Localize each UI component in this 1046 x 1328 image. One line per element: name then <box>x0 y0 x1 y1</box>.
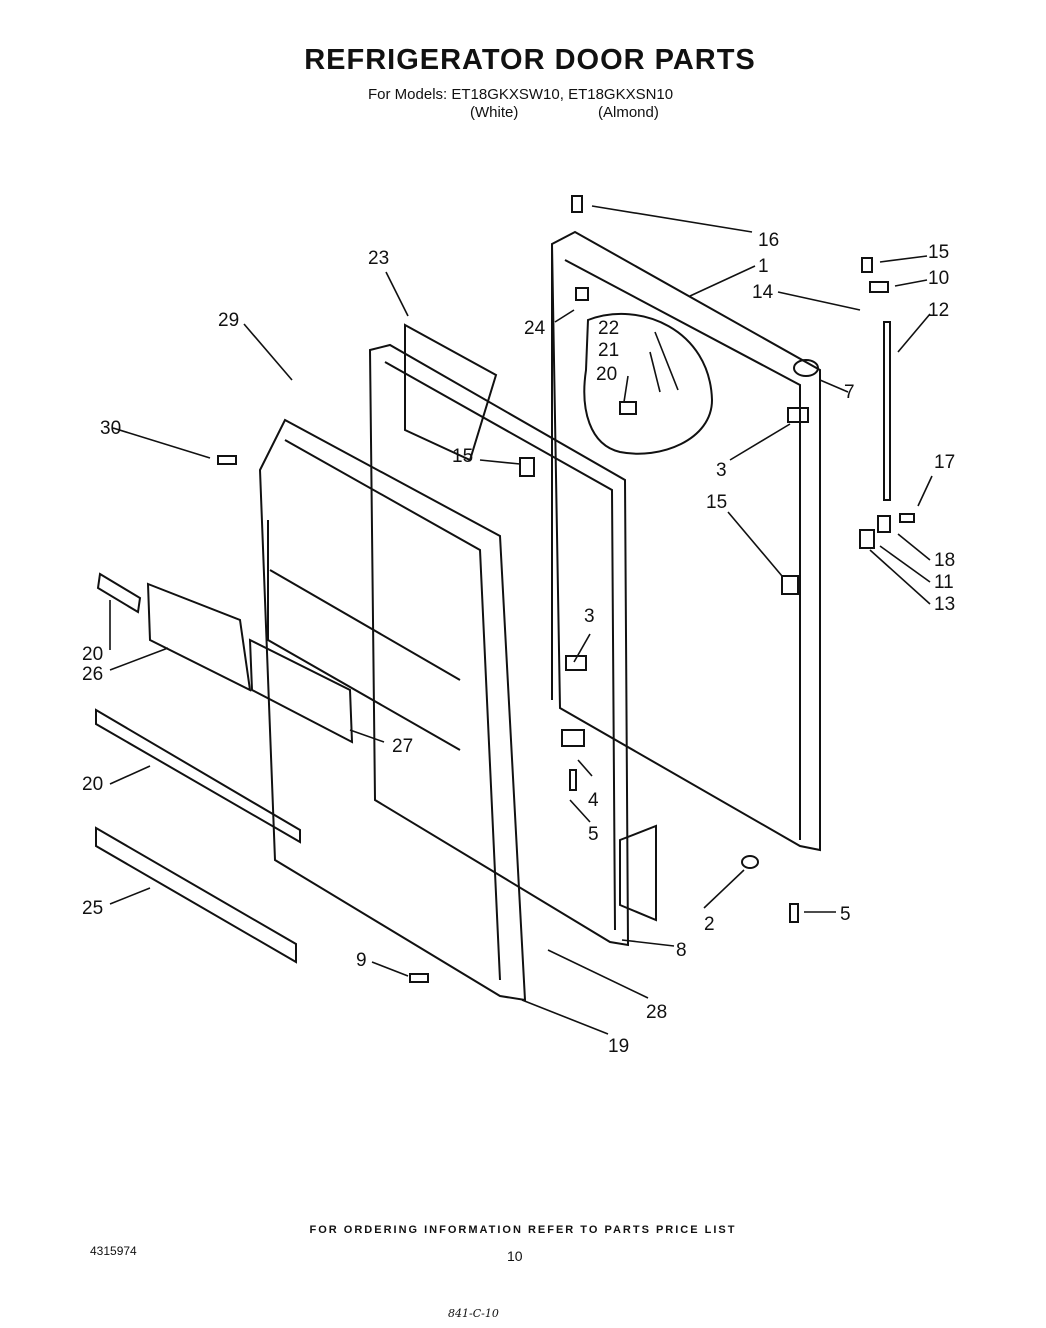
callout-10: 10 <box>928 268 949 289</box>
liner-screw-left <box>217 455 237 465</box>
callout-16: 15 <box>928 242 949 263</box>
insulation-upper <box>404 323 498 462</box>
page-number: 10 <box>507 1248 523 1264</box>
shelf-end-cap <box>96 572 142 614</box>
leader-lines <box>109 205 933 1035</box>
callout-8: 8 <box>676 940 687 961</box>
callout-31: 30 <box>100 418 121 439</box>
callout-6: 16 <box>758 230 779 251</box>
outer-door-panel <box>550 230 821 852</box>
door-liner <box>258 418 527 1002</box>
callout-1: 1 <box>758 256 769 277</box>
callout-11: 11 <box>934 572 954 593</box>
models-line: For Models: ET18GKXSW10, ET18GKXSN10 <box>368 86 674 103</box>
lower-hinge-screw <box>569 769 577 791</box>
lower-hinge-bracket <box>561 729 585 747</box>
shelf-bottom <box>95 826 297 964</box>
callout-15-right: 15 <box>706 492 727 513</box>
shelf-rail-lower <box>95 708 301 844</box>
callout-24: 20 <box>596 364 617 385</box>
callout-28: 24 <box>524 318 546 339</box>
hinge-pin <box>899 513 915 523</box>
callout-13: 13 <box>934 594 955 615</box>
plug-part <box>575 287 589 301</box>
callout-7: 7 <box>844 382 855 403</box>
door-stop-lower <box>565 655 587 671</box>
page-title: REFRIGERATOR DOOR PARTS <box>304 44 756 76</box>
callout-27: 23 <box>368 248 389 269</box>
variant-almond: (Almond) <box>598 104 659 121</box>
callout-15-left: 15 <box>452 446 473 467</box>
ordering-note: FOR ORDERING INFORMATION REFER TO PARTS … <box>309 1224 737 1236</box>
bushing-top <box>793 359 819 377</box>
callout-26: 22 <box>598 318 619 339</box>
door-bracket-right <box>781 575 799 595</box>
callout-3-right: 3 <box>716 460 727 481</box>
hinge-bar <box>883 321 891 501</box>
callout-30: 29 <box>218 310 239 331</box>
hinge-spacer <box>859 529 875 549</box>
callout-4: 4 <box>588 790 599 811</box>
callout-19: 19 <box>608 1036 629 1057</box>
callout-21: 25 <box>82 898 103 919</box>
liner-screw <box>409 973 429 983</box>
callout-5-right: 5 <box>840 904 851 925</box>
callout-3-left: 3 <box>584 606 595 627</box>
bottom-screw <box>789 903 799 923</box>
handwritten-note: 841-C-10 <box>448 1307 499 1320</box>
detail-inset <box>583 312 714 455</box>
callout-25: 21 <box>598 340 619 361</box>
callout-23: 27 <box>392 736 413 757</box>
callout-14: 14 <box>752 282 774 303</box>
handle-mount <box>619 401 637 415</box>
door-bracket-left <box>519 457 535 477</box>
variant-white: (White) <box>470 104 519 121</box>
callout-2: 2 <box>704 914 715 935</box>
callout-20-lower: 20 <box>82 774 103 795</box>
callout-labels: 16 1 14 7 15 10 12 3 15 17 18 11 13 23 2… <box>82 230 955 1057</box>
callout-17: 18 <box>934 550 955 571</box>
bottom-bushing <box>741 855 759 869</box>
hinge-bracket-top <box>869 281 889 293</box>
screw-top <box>571 195 583 213</box>
callout-18: 17 <box>934 452 955 473</box>
callout-29: 28 <box>646 1002 667 1023</box>
callout-5-left: 5 <box>588 824 599 845</box>
hinge-screw-top <box>861 257 873 273</box>
callout-20-upper: 20 <box>82 644 103 665</box>
callout-9: 9 <box>356 950 367 971</box>
door-stop-bracket <box>787 407 809 423</box>
callout-22: 26 <box>82 664 103 685</box>
hinge-bracket-bottom <box>877 515 891 533</box>
shelf-front-middle <box>248 638 354 744</box>
insulation-lower <box>619 824 657 922</box>
shelf-front-upper <box>146 582 252 692</box>
door-gasket <box>368 343 630 947</box>
document-number: 4315974 <box>90 1244 137 1258</box>
callout-12: 12 <box>928 300 949 321</box>
